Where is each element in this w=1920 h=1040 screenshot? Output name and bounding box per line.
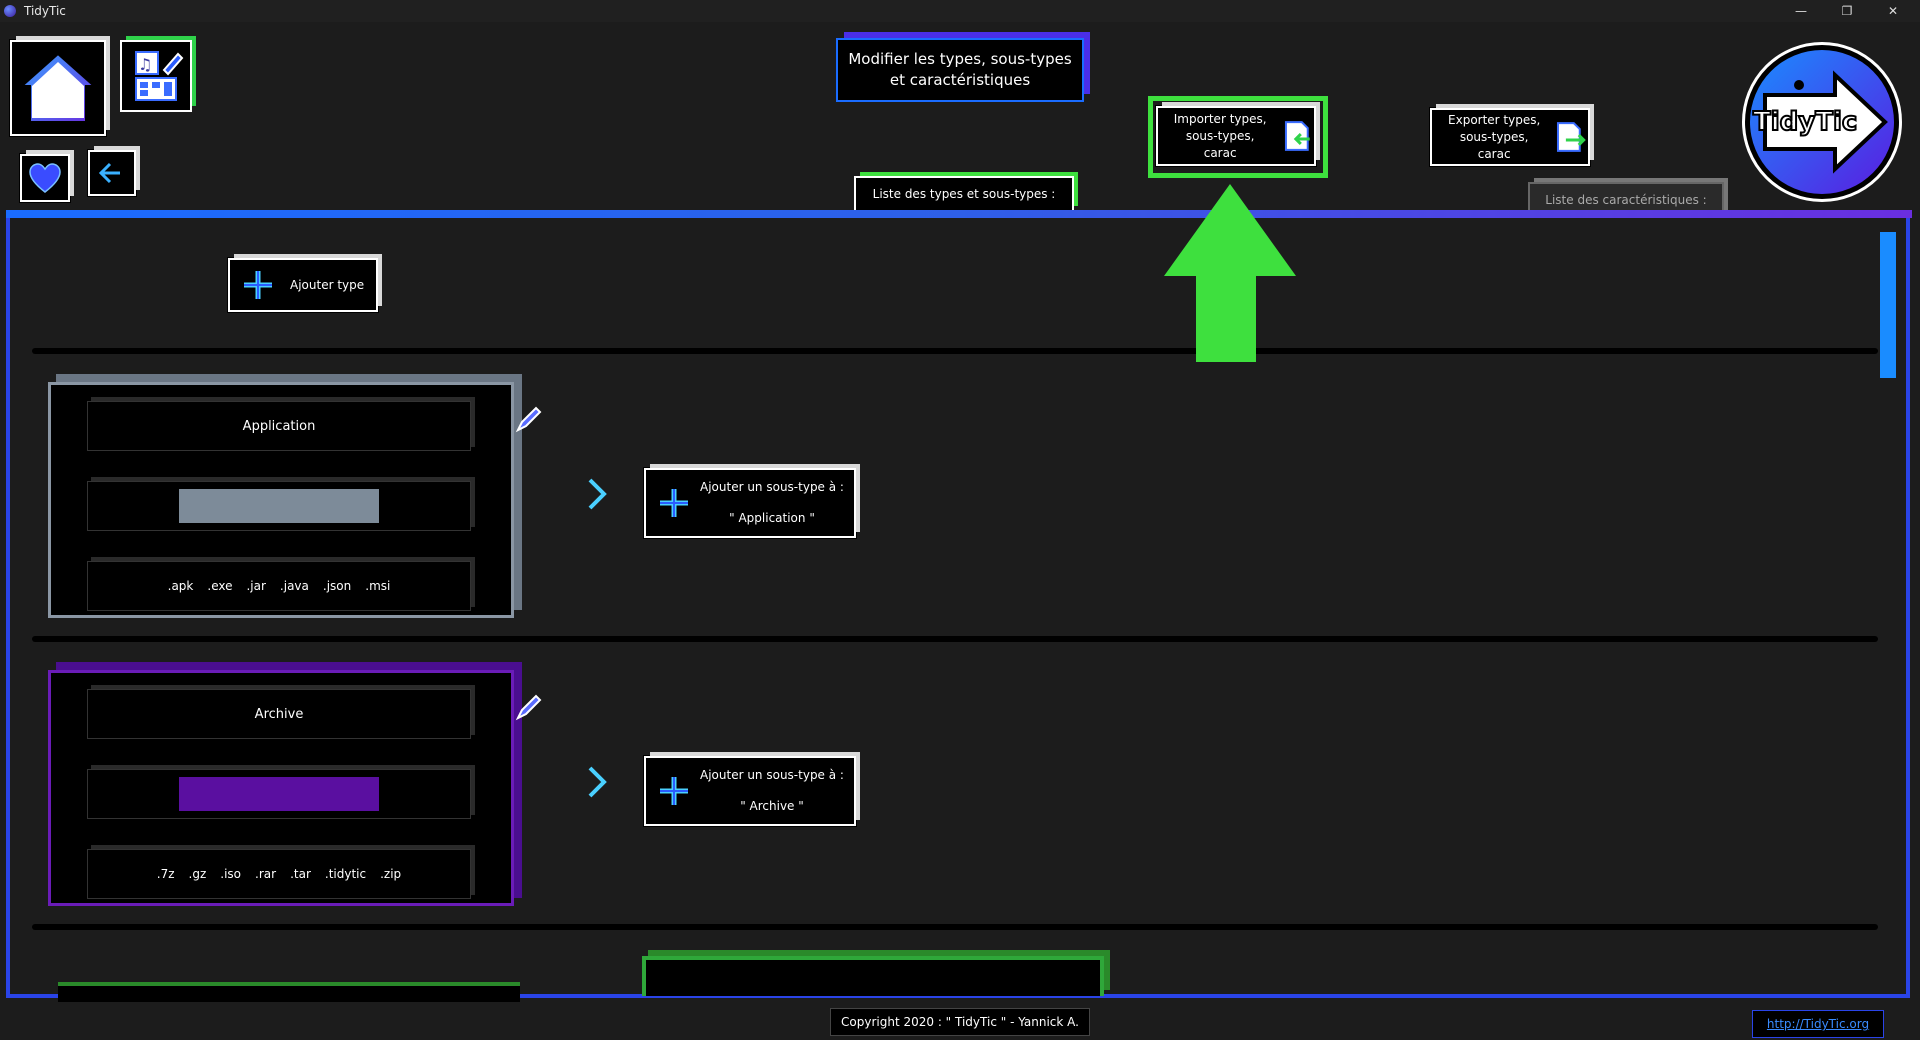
minimize-button[interactable]: — bbox=[1795, 4, 1807, 18]
import-file-icon bbox=[1285, 121, 1311, 151]
extension: .java bbox=[279, 579, 309, 593]
add-type-label: Ajouter type bbox=[290, 277, 365, 292]
extension: .tar bbox=[290, 867, 311, 881]
add-subtype-label: Ajouter un sous-type à : bbox=[700, 480, 844, 494]
type-card-archive: Archive .7z .gz .iso .rar .tar .tidytic … bbox=[48, 670, 514, 906]
type-card-partial bbox=[58, 982, 520, 1002]
export-label-1: Exporter types, bbox=[1448, 112, 1541, 127]
app-icon bbox=[4, 5, 16, 17]
type-color-swatch bbox=[179, 489, 379, 523]
extension: .7z bbox=[156, 867, 175, 881]
type-card-application: Application .apk .exe .jar .java .json .… bbox=[48, 382, 514, 618]
type-extensions-field[interactable]: .7z .gz .iso .rar .tar .tidytic .zip bbox=[87, 849, 471, 899]
import-label-1: Importer types, bbox=[1173, 111, 1267, 126]
extension: .apk bbox=[167, 579, 194, 593]
page-title-line2: et caractéristiques bbox=[889, 71, 1031, 89]
page-title: Modifier les types, sous-types et caract… bbox=[836, 38, 1084, 102]
home-button[interactable] bbox=[10, 40, 106, 136]
plus-icon bbox=[244, 271, 272, 299]
home-icon bbox=[19, 52, 97, 123]
svg-text:♫: ♫ bbox=[138, 55, 152, 74]
type-color-swatch bbox=[179, 777, 379, 811]
logo-graphic bbox=[1750, 50, 1894, 194]
chevron-right-icon[interactable] bbox=[582, 474, 612, 514]
window-title: TidyTic bbox=[24, 4, 66, 18]
import-highlight bbox=[1148, 96, 1328, 178]
export-button[interactable]: Exporter types, sous-types, carac bbox=[1430, 108, 1590, 166]
type-name-field[interactable]: Application bbox=[87, 401, 471, 451]
extension: .msi bbox=[365, 579, 391, 593]
type-color-field[interactable] bbox=[87, 769, 471, 819]
extension: .gz bbox=[188, 867, 207, 881]
add-subtype-button-application[interactable]: Ajouter un sous-type à : " Application " bbox=[644, 468, 856, 538]
plus-icon bbox=[660, 777, 688, 805]
media-edit-button[interactable]: ♫ bbox=[120, 40, 192, 112]
edit-pencil-icon[interactable] bbox=[514, 404, 544, 434]
import-label-2: sous-types, carac bbox=[1185, 128, 1255, 160]
maximize-button[interactable]: ❐ bbox=[1841, 4, 1853, 18]
arrow-up-icon bbox=[1164, 184, 1296, 362]
close-button[interactable]: ✕ bbox=[1887, 4, 1899, 18]
heart-icon bbox=[29, 163, 61, 193]
subtype-card-partial bbox=[642, 956, 1104, 996]
panel-top-edge bbox=[6, 210, 1912, 218]
separator bbox=[32, 636, 1878, 642]
export-label-2: sous-types, carac bbox=[1459, 129, 1529, 161]
back-button[interactable] bbox=[88, 150, 136, 196]
tab-types[interactable]: Liste des types et sous-types : bbox=[854, 176, 1074, 212]
add-subtype-target: " Archive " bbox=[740, 799, 804, 813]
import-button[interactable]: Importer types, sous-types, carac bbox=[1156, 106, 1316, 166]
extension: .jar bbox=[246, 579, 266, 593]
extension: .tidytic bbox=[324, 867, 367, 881]
type-extensions-field[interactable]: .apk .exe .jar .java .json .msi bbox=[87, 561, 471, 611]
arrow-left-icon bbox=[98, 162, 120, 184]
add-subtype-button-archive[interactable]: Ajouter un sous-type à : " Archive " bbox=[644, 756, 856, 826]
extension: .exe bbox=[207, 579, 233, 593]
separator bbox=[32, 924, 1878, 930]
add-subtype-label: Ajouter un sous-type à : bbox=[700, 768, 844, 782]
logo-text: TidyTic bbox=[1752, 106, 1858, 138]
window-titlebar: TidyTic — ❐ ✕ bbox=[0, 0, 1920, 22]
extension: .zip bbox=[380, 867, 402, 881]
copyright: Copyright 2020 : " TidyTic " - Yannick A… bbox=[830, 1008, 1090, 1036]
extension: .json bbox=[322, 579, 352, 593]
add-subtype-target: " Application " bbox=[729, 511, 815, 525]
scrollbar-thumb[interactable] bbox=[1880, 232, 1896, 378]
edit-pencil-icon[interactable] bbox=[514, 692, 544, 722]
tidytic-logo: TidyTic bbox=[1742, 42, 1902, 202]
chevron-right-icon[interactable] bbox=[582, 762, 612, 802]
add-type-button[interactable]: Ajouter type bbox=[228, 258, 378, 312]
type-color-field[interactable] bbox=[87, 481, 471, 531]
page-title-line1: Modifier les types, sous-types bbox=[848, 50, 1072, 68]
export-file-icon bbox=[1557, 122, 1587, 152]
website-link[interactable]: http://TidyTic.org bbox=[1752, 1010, 1884, 1038]
extension: .iso bbox=[220, 867, 242, 881]
main-panel: Ajouter type Application .apk .exe .jar … bbox=[6, 218, 1910, 1002]
favorite-button[interactable] bbox=[20, 154, 70, 202]
separator bbox=[32, 348, 1878, 354]
media-edit-icon: ♫ bbox=[135, 51, 184, 101]
extension: .rar bbox=[255, 867, 277, 881]
type-name-field[interactable]: Archive bbox=[87, 689, 471, 739]
plus-icon bbox=[660, 489, 688, 517]
